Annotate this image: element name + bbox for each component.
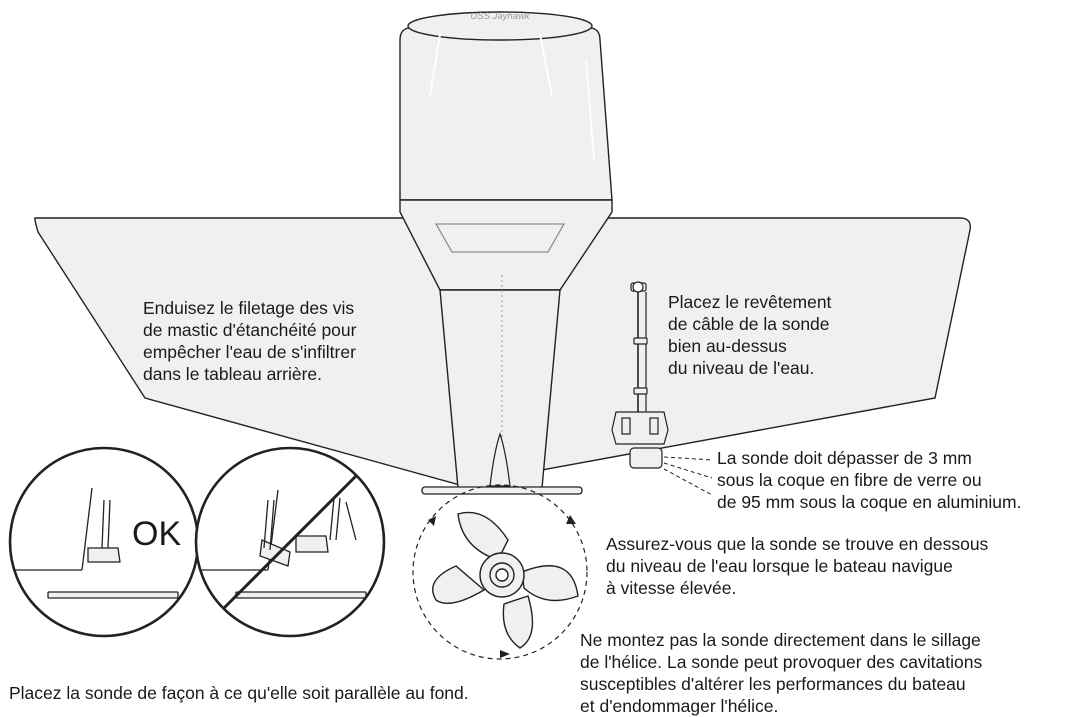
depth-leader-1 bbox=[663, 456, 713, 461]
note-line: susceptibles d'altérer les performances … bbox=[580, 674, 966, 694]
depth-leader-3 bbox=[663, 468, 713, 496]
note-line: La sonde doit dépasser de 3 mm bbox=[717, 448, 972, 468]
detail-ok bbox=[8, 446, 200, 638]
detail-incorrect bbox=[194, 446, 386, 638]
engine-top-cap bbox=[407, 11, 593, 41]
note-cable: Placez le revêtement de câble de la sond… bbox=[668, 291, 831, 379]
note-depth: La sonde doit dépasser de 3 mm sous la c… bbox=[717, 447, 1021, 513]
note-line: Enduisez le filetage des vis bbox=[143, 298, 355, 318]
engine-vent-panel bbox=[435, 223, 565, 253]
ok-label: OK bbox=[132, 515, 182, 553]
rotation-arrow-top bbox=[566, 515, 576, 524]
transducer-assembly bbox=[611, 281, 669, 469]
note-line: du niveau de l'eau. bbox=[668, 358, 815, 378]
prohibition-slash bbox=[222, 474, 358, 610]
note-line: Placez le revêtement bbox=[668, 292, 832, 312]
note-sealant: Enduisez le filetage des vis de mastic d… bbox=[143, 297, 356, 385]
note-line: de câble de la sonde bbox=[668, 314, 830, 334]
note-line: Assurez-vous que la sonde se trouve en d… bbox=[606, 534, 989, 554]
note-parallel: Placez la sonde de façon à ce qu'elle so… bbox=[9, 682, 469, 704]
note-line: de 95 mm sous la coque en aluminium. bbox=[717, 492, 1022, 512]
outboard-engine-cowling bbox=[399, 27, 613, 201]
propeller-rotation-path bbox=[412, 484, 588, 660]
note-line: bien au-dessus bbox=[668, 336, 787, 356]
engine-brand-label: USS Jayhawk bbox=[470, 11, 530, 22]
note-line: et d'endommager l'hélice. bbox=[580, 696, 779, 716]
note-line: de l'hélice. La sonde peut provoquer des… bbox=[580, 652, 983, 672]
note-line: dans le tableau arrière. bbox=[143, 364, 322, 384]
propeller bbox=[432, 511, 579, 649]
transducer-body bbox=[629, 447, 663, 469]
depth-leader-2 bbox=[663, 462, 713, 479]
note-line: du niveau de l'eau lorsque le bateau nav… bbox=[606, 556, 953, 576]
cavitation-plate bbox=[421, 486, 583, 495]
note-line: empêcher l'eau de s'infiltrer bbox=[143, 342, 356, 362]
rotation-arrow-left bbox=[428, 516, 436, 526]
note-line: à vitesse élevée. bbox=[606, 578, 737, 598]
note-line: sous la coque en fibre de verre ou bbox=[717, 470, 982, 490]
skeg-fin bbox=[489, 432, 511, 487]
rotation-arrow-bottom bbox=[500, 650, 510, 658]
note-line: de mastic d'étanchéité pour bbox=[143, 320, 357, 340]
note-speed: Assurez-vous que la sonde se trouve en d… bbox=[606, 533, 988, 599]
note-line: Placez la sonde de façon à ce qu'elle so… bbox=[9, 683, 469, 703]
note-wake: Ne montez pas la sonde directement dans … bbox=[580, 629, 982, 717]
note-line: Ne montez pas la sonde directement dans … bbox=[580, 630, 981, 650]
transducer-bracket bbox=[611, 411, 669, 445]
